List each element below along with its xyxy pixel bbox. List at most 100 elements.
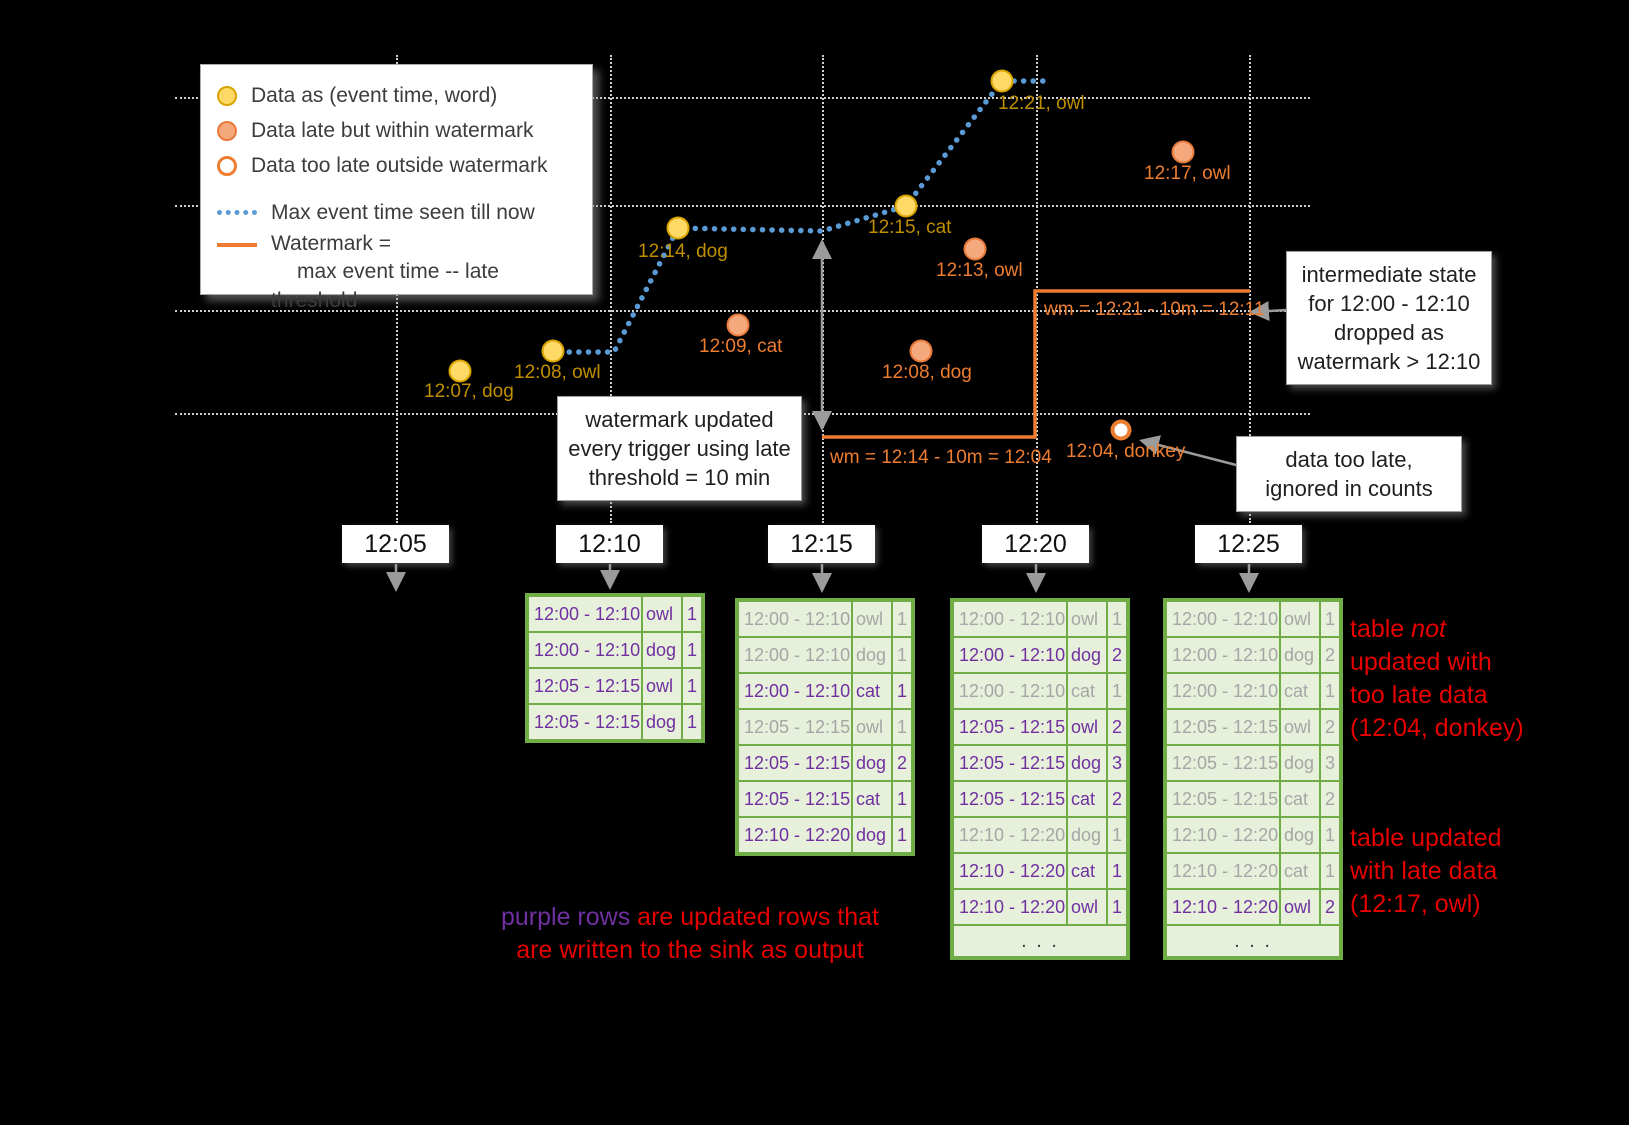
note-italic-not: not (1411, 615, 1446, 643)
result-cell-word: dog (1281, 746, 1319, 780)
result-cell-count: 1 (1108, 854, 1126, 888)
time-label-1210: 12:10 (556, 525, 663, 563)
result-cell-word: dog (853, 746, 891, 780)
result-cell-word: cat (1281, 854, 1319, 888)
data-point-label: 12:21, owl (998, 93, 1085, 114)
callout-watermark-update: watermark updated every trigger using la… (557, 396, 802, 502)
result-cell-count: 1 (1321, 854, 1339, 888)
result-cell-word: owl (643, 597, 681, 631)
data-point-label: 12:17, owl (1144, 163, 1231, 184)
result-cell-window: 12:10 - 12:20 (1167, 890, 1279, 924)
data-point-ontime-dot (990, 69, 1014, 93)
callout-intermediate-state: intermediate state for 12:00 - 12:10 dro… (1286, 251, 1492, 386)
result-cell-window: 12:05 - 12:15 (954, 782, 1066, 816)
data-point-label: 12:13, owl (936, 260, 1023, 281)
result-cell-window: 12:05 - 12:15 (739, 710, 851, 744)
watermark-label-line2: max event time -- late threshold (271, 260, 499, 312)
data-point-ontime-dot (448, 359, 472, 383)
legend-label: Data as (event time, word) (251, 83, 498, 107)
legend-label: Max event time seen till now (271, 200, 535, 224)
result-cell-window: 12:00 - 12:10 (739, 602, 851, 636)
note-text: updated with too late data (12:04, donke… (1350, 648, 1524, 742)
legend-label: Data too late outside watermark (251, 153, 548, 177)
result-cell-word: cat (1281, 674, 1319, 708)
result-cell-window: 12:10 - 12:20 (954, 818, 1066, 852)
legend-label: Watermark = max event time -- late thres… (271, 230, 576, 315)
ellipsis-row: . . . (1167, 926, 1339, 956)
data-point-label: 12:14, dog (638, 241, 728, 262)
gridline-vertical-1225 (1249, 55, 1251, 523)
result-cell-count: 2 (1108, 710, 1126, 744)
result-cell-window: 12:05 - 12:15 (1167, 746, 1279, 780)
result-cell-window: 12:00 - 12:10 (739, 674, 851, 708)
result-cell-window: 12:05 - 12:15 (954, 710, 1066, 744)
legend-item-too-late: Data too late outside watermark (217, 148, 576, 183)
result-cell-count: 1 (893, 818, 911, 852)
result-cell-word: dog (1068, 818, 1106, 852)
result-cell-count: 1 (683, 597, 701, 631)
result-cell-window: 12:00 - 12:10 (954, 674, 1066, 708)
result-cell-window: 12:10 - 12:20 (739, 818, 851, 852)
result-cell-word: owl (853, 602, 891, 636)
time-label-1205: 12:05 (342, 525, 449, 563)
result-cell-word: dog (643, 705, 681, 739)
purple-rows-label: purple rows (500, 903, 631, 931)
watermark-line-icon (217, 243, 257, 247)
watermark-label-line1: Watermark = (271, 232, 391, 255)
data-point-label: 12:07, dog (424, 381, 514, 402)
legend-label: Data late but within watermark (251, 118, 534, 142)
legend-item-max-event: Max event time seen till now (217, 195, 576, 230)
result-cell-word: owl (1281, 890, 1319, 924)
result-cell-count: 1 (683, 669, 701, 703)
result-cell-count: 1 (1321, 818, 1339, 852)
result-cell-window: 12:00 - 12:10 (739, 638, 851, 672)
result-cell-count: 2 (1321, 710, 1339, 744)
result-cell-count: 1 (893, 710, 911, 744)
result-cell-count: 1 (1108, 674, 1126, 708)
result-cell-window: 12:10 - 12:20 (954, 854, 1066, 888)
result-cell-window: 12:10 - 12:20 (1167, 818, 1279, 852)
result-cell-count: 2 (1321, 782, 1339, 816)
result-cell-count: 2 (1108, 782, 1126, 816)
data-point-ontime-dot (666, 216, 690, 240)
data-point-toolate-dot (1110, 419, 1132, 441)
result-cell-word: owl (1281, 602, 1319, 636)
ontime-dot-icon (217, 85, 237, 106)
result-cell-word: cat (853, 782, 891, 816)
note-text: table (1350, 615, 1412, 643)
legend-item-watermark: Watermark = max event time -- late thres… (217, 230, 576, 315)
note-purple-rows: purple rows are updated rows that are wr… (468, 868, 912, 967)
result-cell-window: 12:05 - 12:15 (529, 705, 641, 739)
result-cell-word: dog (643, 633, 681, 667)
result-cell-window: 12:05 - 12:15 (529, 669, 641, 703)
data-point-label: 12:09, cat (699, 336, 783, 357)
result-cell-count: 1 (893, 674, 911, 708)
data-point-label: 12:08, dog (882, 362, 972, 383)
result-cell-word: dog (1068, 746, 1106, 780)
time-label-1225: 12:25 (1195, 525, 1302, 563)
result-cell-word: dog (1068, 638, 1106, 672)
result-cell-word: cat (1068, 674, 1106, 708)
result-cell-word: dog (1281, 638, 1319, 672)
result-cell-window: 12:00 - 12:10 (954, 602, 1066, 636)
result-cell-count: 1 (1108, 602, 1126, 636)
result-cell-word: owl (1068, 890, 1106, 924)
result-cell-word: owl (1068, 710, 1106, 744)
